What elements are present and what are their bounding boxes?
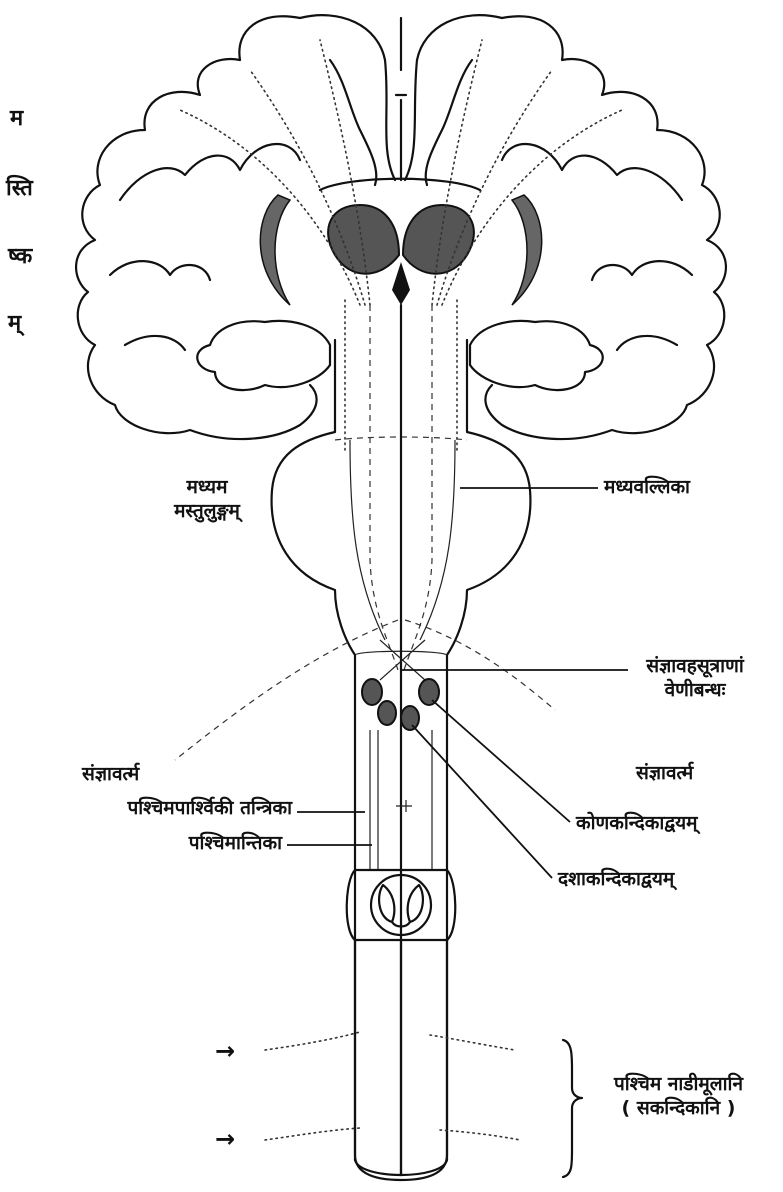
root-arrow-upper: → <box>215 1036 235 1066</box>
right-cuneate-nucleus <box>419 679 439 705</box>
longitudinal-fissure <box>396 18 406 180</box>
label-posterior-roots: पश्चिम नाडीमूलानि ( सकन्दिकानि ) <box>586 1073 771 1121</box>
left-gracile-nucleus <box>378 701 396 725</box>
label-decussation-line-1: संज्ञावहसूत्राणां <box>615 655 775 679</box>
root-lower-dots <box>265 1128 520 1140</box>
thalamus <box>328 205 474 305</box>
label-midbrain-line-1: मध्यम <box>132 476 282 500</box>
side-title-line-4: म् <box>8 310 21 338</box>
right-temporal-lobe <box>470 321 603 390</box>
leader-gracile <box>412 725 552 878</box>
left-gyri <box>110 60 376 350</box>
side-title-line-2: स्ति <box>6 175 33 203</box>
label-midbrain: मध्यम मस्तुलुङ्गम् <box>132 476 282 524</box>
right-gracile-nucleus <box>401 706 419 730</box>
third-ventricle <box>392 262 410 305</box>
side-title-line-1: म <box>10 105 23 133</box>
right-crescent <box>512 195 542 305</box>
roots-bracket <box>563 1040 582 1177</box>
left-thalamus <box>328 205 399 274</box>
left-temporal-lobe <box>197 321 330 390</box>
side-title-line-3: ष्क <box>8 243 32 271</box>
leader-cuneate <box>432 700 570 822</box>
root-upper-dots <box>265 1032 515 1050</box>
label-sensory-tract-left: संज्ञावर्त्म <box>82 763 139 787</box>
left-crescent <box>260 195 290 305</box>
label-posterolateral-tract: पश्चिमपार्श्विकी तन्त्रिका <box>40 797 292 821</box>
label-sensory-decussation: संज्ञावहसूत्राणां वेणीबन्धः <box>615 655 775 703</box>
left-cuneate-nucleus <box>362 679 382 705</box>
label-roots-line-2: ( सकन्दिकानि ) <box>586 1097 771 1121</box>
decussation-tick <box>396 800 412 812</box>
label-posterior-column: पश्चिमान्तिका <box>60 832 282 856</box>
label-roots-line-1: पश्चिम नाडीमूलानि <box>586 1073 771 1097</box>
spinal-cord-lower <box>355 940 447 1175</box>
label-decussation-line-2: वेणीबन्धः <box>615 679 775 703</box>
label-middle-lemniscus: मध्यवल्लिका <box>604 476 690 500</box>
right-thalamus <box>403 205 474 274</box>
label-midbrain-line-2: मस्तुलुङ्गम् <box>132 500 282 524</box>
right-gyri <box>426 60 692 350</box>
label-cuneate-nuclei: कोणकन्दिकाद्वयम् <box>576 812 698 836</box>
label-sensory-tract-right: संज्ञावर्त्म <box>636 762 693 786</box>
label-gracile-nuclei: दशाकन्दिकाद्वयम् <box>558 868 674 892</box>
root-arrow-lower: → <box>215 1124 235 1154</box>
